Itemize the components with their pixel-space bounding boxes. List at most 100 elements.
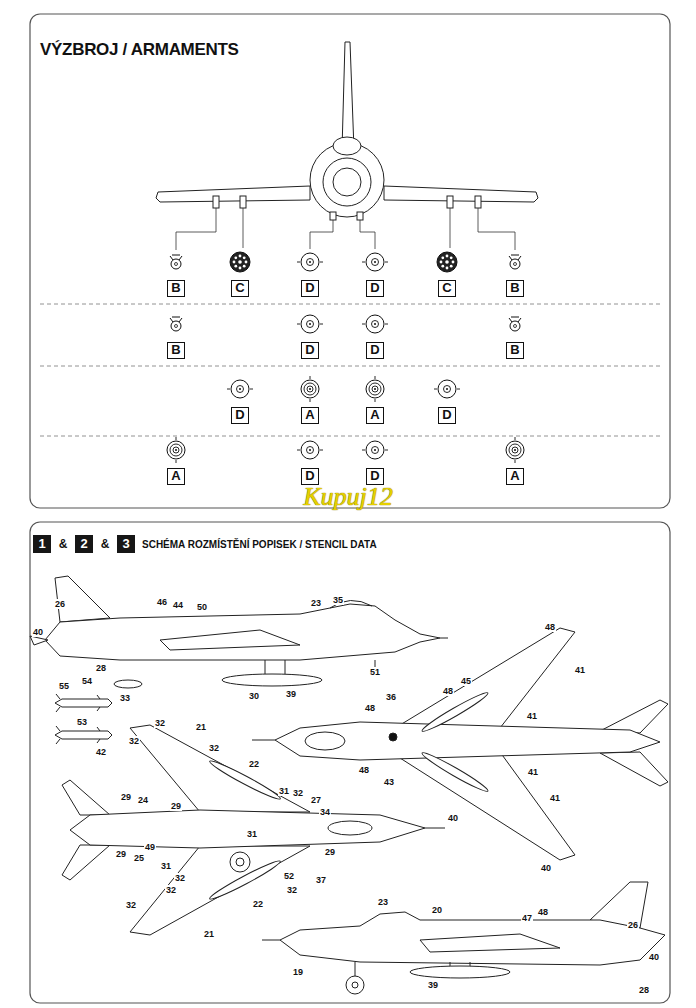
callout-number: 48: [442, 686, 454, 696]
store-letter-box: B: [167, 280, 185, 297]
callout-number: 31: [160, 861, 172, 871]
leader-line: [176, 208, 515, 250]
store-letter-box: A: [167, 468, 185, 485]
separator-line: [40, 366, 660, 367]
aircraft-plan-view: [236, 858, 244, 866]
callout-number: 22: [248, 759, 260, 769]
store-symbol: [297, 315, 323, 333]
callout-number: 48: [544, 622, 556, 632]
box-letter: C: [235, 281, 244, 295]
callout-number: 35: [332, 595, 344, 605]
box-letter: A: [510, 469, 519, 483]
callout-number: 40: [447, 813, 459, 823]
callout-number: 43: [383, 777, 395, 787]
store-symbol: [362, 441, 388, 459]
aircraft-side-view: [440, 638, 448, 639]
callout-number: 33: [119, 693, 131, 703]
callout-number: 39: [427, 980, 439, 990]
callout-number: 48: [358, 765, 370, 775]
box-letter: 3: [122, 537, 129, 551]
aircraft-side-view: [420, 934, 560, 952]
aircraft-front-view: [323, 158, 371, 206]
aircraft-side-view: [45, 604, 440, 660]
store-symbol: [227, 380, 253, 398]
aircraft-plan-view: [600, 700, 668, 733]
panel-frame: [30, 14, 670, 508]
aircraft-side-view: [355, 962, 356, 976]
callout-number: 19: [292, 967, 304, 977]
callout-number: 41: [526, 711, 538, 721]
step-number-box: 2: [75, 535, 93, 553]
callout-number: 32: [165, 885, 177, 895]
callout-number: 32: [292, 788, 304, 798]
aircraft-front-view: [333, 168, 361, 196]
callout-number: 32: [125, 900, 137, 910]
aircraft-side-view: [160, 630, 300, 650]
aircraft-plan-view: [130, 725, 310, 812]
aircraft-side-view: [262, 940, 280, 941]
aircraft-plan-view: [130, 846, 310, 935]
box-letter: B: [171, 281, 180, 295]
callout-number: 22: [252, 899, 264, 909]
callout-number: 40: [648, 952, 660, 962]
callout-number: 26: [627, 920, 639, 930]
weapon-store: [56, 726, 100, 744]
callout-number: 31: [278, 786, 290, 796]
callout-number: 39: [285, 689, 297, 699]
callout-number: 40: [32, 627, 44, 637]
store-symbol: [170, 255, 182, 269]
aircraft-front-view: [384, 186, 538, 202]
aircraft-front-view: [333, 137, 361, 155]
callout-number: 32: [286, 885, 298, 895]
separator-line: [40, 304, 660, 305]
store-letter-box: A: [301, 407, 319, 424]
aircraft-plan-view: [420, 690, 490, 735]
leader-line: [450, 208, 451, 248]
callout-number: 41: [574, 665, 586, 675]
aircraft-plan-view: [305, 732, 345, 750]
callout-number: 23: [310, 598, 322, 608]
aircraft-front-view: [156, 42, 538, 220]
box-letter: D: [305, 343, 314, 357]
aircraft-plan-view: [400, 752, 575, 860]
callout-number: 41: [549, 793, 561, 803]
box-letter: 2: [80, 537, 87, 551]
box-letter: B: [510, 281, 519, 295]
leader-line: [310, 220, 333, 249]
store-symbol: [437, 252, 457, 272]
leader-line: [243, 208, 244, 248]
aircraft-side-view: [30, 636, 48, 645]
callout-number: 48: [364, 703, 376, 713]
aircraft-plan-view: [389, 733, 397, 741]
leader-line: [176, 208, 216, 250]
callout-number: 46: [156, 597, 168, 607]
weapon-store: [55, 699, 112, 707]
aircraft-front-view: [342, 42, 354, 150]
store-letter-box: A: [366, 407, 384, 424]
box-letter: D: [370, 281, 379, 295]
store-symbol: [362, 253, 388, 271]
box-letter: D: [370, 343, 379, 357]
aircraft-plan-view: [275, 722, 660, 760]
box-letter: A: [171, 469, 180, 483]
aircraft-front-view: [357, 212, 363, 220]
store-symbol: [506, 437, 524, 463]
callout-number: 23: [377, 897, 389, 907]
callout-number: 31: [246, 829, 258, 839]
callout-number: 52: [283, 871, 295, 881]
box-letter: C: [442, 281, 451, 295]
callout-number: 44: [172, 600, 184, 610]
watermark: Kupuj12: [303, 483, 393, 511]
callout-number: 26: [54, 599, 66, 609]
store-symbol: [366, 376, 384, 402]
callout-number: 27: [310, 795, 322, 805]
callout-number: 41: [527, 767, 539, 777]
store-symbol: [170, 317, 182, 331]
callout-number: 32: [174, 873, 186, 883]
callout-number: 54: [81, 676, 93, 686]
aircraft-front-view: [475, 196, 481, 208]
store-letter-box: D: [438, 407, 456, 424]
aircraft-plan-view: [70, 810, 425, 848]
callout-number: 20: [431, 905, 443, 915]
callout-number: 47: [521, 913, 533, 923]
